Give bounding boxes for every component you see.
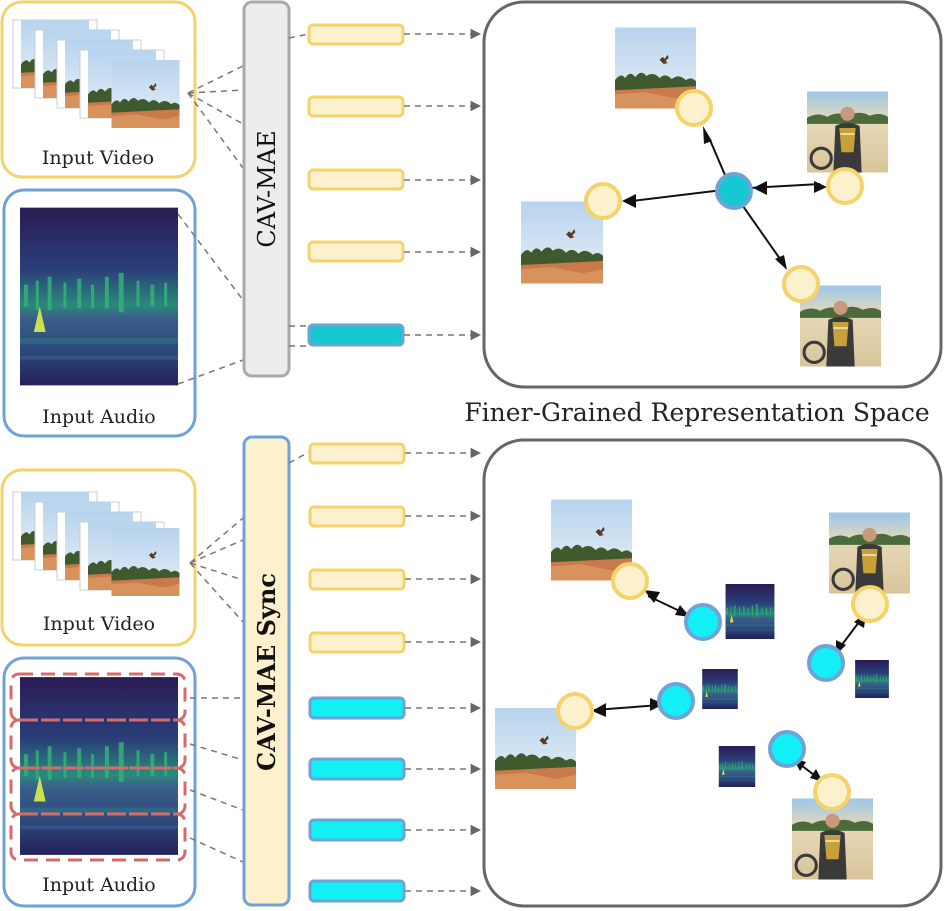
bottom-tokens [308, 442, 406, 903]
bottom-audio-box: Input Audio [2, 656, 197, 908]
space-label: Finer-Grained Representation Space [464, 398, 929, 427]
bottom-spec-3 [702, 669, 738, 709]
bottom-space [482, 438, 943, 908]
bottom-audio-embedding-3 [657, 682, 695, 720]
bottom-video-box: Input Video [0, 468, 197, 647]
bottom-audio-embedding-4 [768, 730, 806, 768]
bottom-encoder: CAV-MAE Sync [242, 435, 291, 907]
bottom-video-token-3 [308, 568, 406, 591]
top-video-token-1 [307, 23, 405, 46]
top-video-embedding-4 [782, 265, 820, 303]
top-video-embedding-3 [826, 167, 864, 205]
top-space [482, 0, 943, 389]
bottom-video-embedding-3 [556, 692, 594, 730]
top-audio-box: Input Audio [2, 188, 197, 438]
top-video-embedding-1 [675, 89, 713, 127]
top-input-links [177, 65, 244, 385]
top-video-token-2 [307, 95, 405, 118]
bottom-video-frames [12, 491, 180, 596]
bottom-thumb-rider-1 [829, 511, 910, 595]
top-encoder: CAV-MAE [242, 0, 291, 378]
bottom-video-token-1 [308, 442, 406, 465]
bottom-video-token-4 [308, 631, 406, 654]
bottom-video-embedding-4 [813, 773, 851, 811]
bottom-audio-token-2 [308, 757, 406, 781]
top-audio-label: Input Audio [42, 406, 155, 428]
top-video-box: Input Video [0, 0, 197, 179]
top-spectrogram [20, 207, 178, 386]
bottom-audio-embedding-1 [684, 603, 722, 641]
bottom-audio-token-3 [308, 818, 406, 842]
top-video-label: Input Video [42, 147, 154, 169]
bottom-video-label: Input Video [43, 613, 155, 635]
bottom-encoder-links [288, 451, 310, 464]
bottom-audio-segments [9, 672, 187, 862]
bottom-audio-embedding-2 [807, 644, 845, 682]
top-audio-embedding [715, 172, 753, 210]
bottom-audio-token-4 [308, 879, 406, 903]
bottom-spec-4 [718, 746, 756, 787]
bottom-spectrogram [20, 677, 178, 855]
bottom-encoder-label: CAV-MAE Sync [252, 573, 281, 771]
bottom-video-embedding-2 [851, 585, 889, 623]
bottom-spec-2 [855, 660, 889, 698]
top-video-embedding-2 [584, 182, 622, 220]
bottom-audio-label: Input Audio [42, 874, 155, 896]
top-video-frames [12, 19, 180, 128]
bottom-video-token-2 [308, 505, 406, 528]
top-token-arrows [404, 28, 482, 341]
top-video-token-3 [307, 168, 405, 191]
bottom-audio-token-1 [308, 696, 406, 720]
top-arrowheads [622, 126, 827, 270]
bottom-input-links [189, 517, 244, 863]
top-encoder-label: CAV-MAE [253, 130, 281, 247]
bottom-token-arrows [405, 447, 482, 897]
top-audio-token [307, 323, 405, 347]
top-tokens [307, 23, 405, 347]
top-thumb-rider-1 [807, 90, 888, 174]
top-encoder-links [288, 33, 310, 347]
bottom-spec-1 [725, 584, 775, 639]
top-video-token-4 [307, 240, 405, 263]
bottom-video-embedding-1 [611, 562, 649, 600]
